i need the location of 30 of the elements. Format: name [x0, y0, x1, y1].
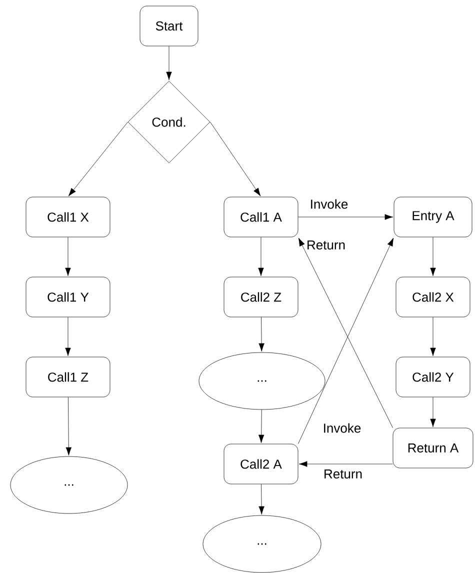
arrow [66, 397, 72, 456]
process-box: Call1 Z [26, 356, 110, 398]
process-box: Call1 X [26, 196, 110, 238]
edge-label: Invoke [322, 422, 362, 434]
arrow [298, 214, 394, 220]
arrow [65, 237, 71, 276]
process-box: Call2 Y [396, 356, 470, 398]
arrow [258, 317, 264, 352]
process-box: Call1 A [224, 196, 298, 238]
process-box: Start [140, 6, 198, 46]
process-box: Entry A [394, 196, 472, 238]
edge-label: Return [306, 239, 346, 251]
arrow [430, 317, 436, 356]
arrow [430, 397, 436, 428]
arrow [166, 46, 172, 80]
process-box: Call2 X [396, 276, 470, 318]
arrow [65, 317, 71, 356]
process-box: Return A [392, 428, 474, 468]
process-box: Call2 A [224, 444, 298, 484]
edge-label: Invoke [308, 198, 350, 210]
process-box: Call2 Z [224, 276, 298, 318]
arrow [258, 237, 264, 276]
arrow [210, 122, 261, 196]
arrow [68, 122, 128, 196]
process-box: Call1 Y [26, 276, 110, 318]
arrow [430, 237, 436, 276]
arrow [258, 484, 264, 515]
arrow [298, 461, 393, 467]
arrow [258, 410, 264, 444]
edge-label: Return [322, 468, 364, 480]
